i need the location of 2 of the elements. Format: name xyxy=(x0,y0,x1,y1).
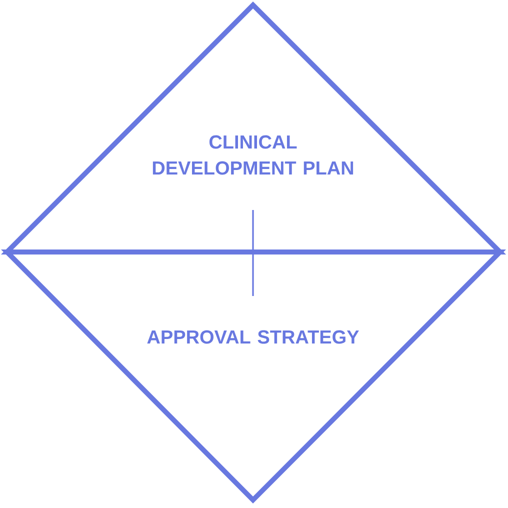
section-title: CLINICAL DEVELOPMENT PLAN xyxy=(152,135,354,175)
section-title: APPROVAL STRATEGY xyxy=(147,330,359,344)
